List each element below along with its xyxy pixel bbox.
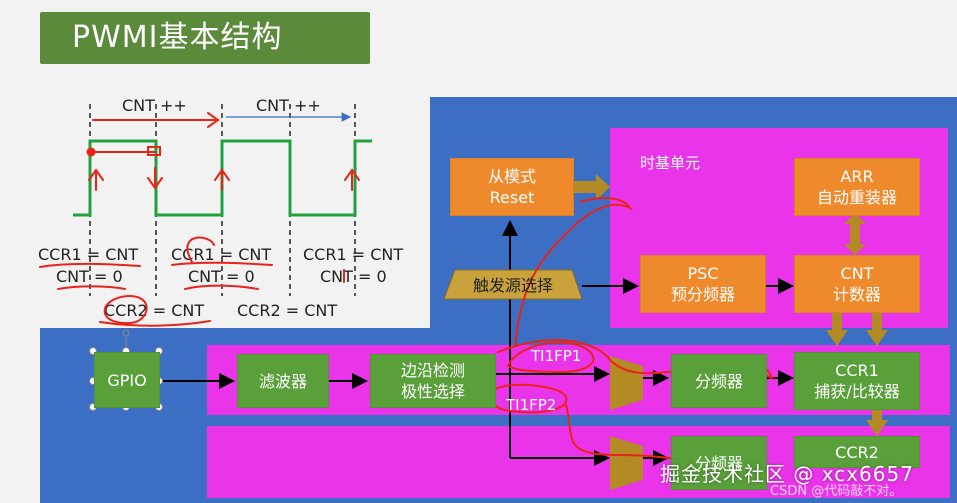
arr-cnt-double-arrow bbox=[844, 213, 866, 255]
equation-ccr1-1: CCR1 = CNT bbox=[38, 245, 139, 264]
equation-ccr1-2: CCR1 = CNT bbox=[171, 245, 272, 264]
edge-detect-block: 边沿检测 极性选择 bbox=[370, 354, 496, 408]
divider-block-2: 分频器 bbox=[671, 436, 767, 490]
ti1fp2-label: TI1FP2 bbox=[506, 396, 557, 414]
psc-block: PSC 预分频器 bbox=[640, 255, 766, 313]
arr-line2: 自动重装器 bbox=[816, 188, 897, 207]
page-title: PWMI基本结构 bbox=[72, 20, 283, 55]
divider-block-1: 分频器 bbox=[671, 354, 767, 408]
ccr1-line1: CCR1 bbox=[835, 361, 879, 380]
equation-ccr1-3: CCR1 = CNT bbox=[303, 245, 404, 264]
trigger-select-shape bbox=[443, 269, 583, 300]
slave-mode-line2: Reset bbox=[489, 188, 535, 207]
edge-detect-line1: 边沿检测 bbox=[400, 361, 465, 380]
equation-cnt0-3: CNT = 0 bbox=[320, 267, 387, 286]
title-bar bbox=[40, 12, 370, 64]
arr-line1: ARR bbox=[840, 167, 874, 186]
time-markers bbox=[89, 104, 356, 296]
slave-mode-line1: 从模式 bbox=[487, 167, 536, 186]
watermark-main: 掘金技术社区 @ xcx6657 bbox=[660, 462, 914, 486]
equation-ccr2-1: CCR2 = CNT bbox=[104, 301, 205, 320]
cnt-to-ccr1-arrow-left bbox=[826, 312, 848, 346]
time-base-label: 时基单元 bbox=[640, 154, 701, 172]
cnt-increment-label-1: CNT ++ bbox=[122, 96, 187, 115]
slave-to-timebase-arrow bbox=[574, 174, 610, 200]
mux-2 bbox=[610, 436, 643, 490]
ti1fp1-label: TI1FP1 bbox=[531, 347, 582, 365]
mux-1 bbox=[610, 356, 643, 410]
trigger-select-label: 触发源选择 bbox=[472, 275, 553, 295]
gpio-block: GPIO bbox=[94, 352, 160, 408]
watermark-sub: CSDN @代码敲不对。 bbox=[770, 484, 903, 499]
edge-detect-line2: 极性选择 bbox=[400, 382, 465, 401]
equation-ccr2-2: CCR2 = CNT bbox=[237, 301, 338, 320]
ccr1-line2: 捕获/比较器 bbox=[814, 382, 900, 401]
cnt-line1: CNT bbox=[840, 264, 874, 283]
ccr1-to-ccr2-arrow bbox=[866, 410, 888, 436]
psc-line2: 预分频器 bbox=[670, 285, 735, 304]
arr-block: ARR 自动重装器 bbox=[794, 158, 920, 216]
cnt-increment-label-2: CNT ++ bbox=[256, 96, 321, 115]
psc-line1: PSC bbox=[687, 264, 719, 283]
cnt-block: CNT 计数器 bbox=[794, 255, 920, 313]
cnt-to-ccr1-arrow-right bbox=[866, 312, 888, 346]
ccr1-block: CCR1 捕获/比较器 bbox=[794, 352, 920, 410]
filter-block: 滤波器 bbox=[237, 354, 329, 408]
slave-mode-block: 从模式 Reset bbox=[450, 158, 574, 216]
ccr2-block: CCR2 bbox=[794, 436, 920, 468]
cnt-line2: 计数器 bbox=[832, 285, 881, 304]
